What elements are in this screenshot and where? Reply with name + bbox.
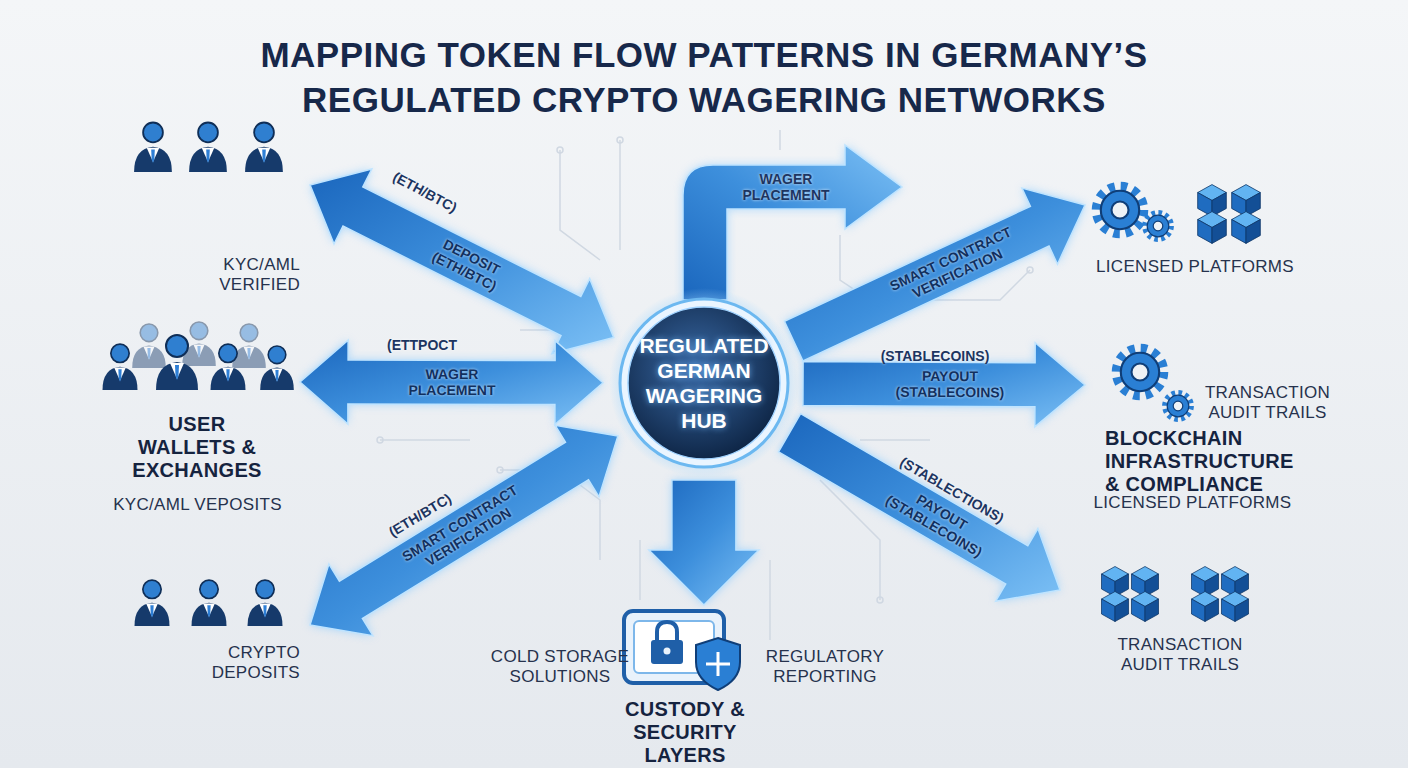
node-label: LICENSED PLATFORMS — [1090, 257, 1300, 277]
arrow-label: WAGER PLACEMENT — [731, 171, 841, 203]
arrow-body — [784, 188, 1085, 361]
platform-group: LICENSED PLATFORMS — [1085, 175, 1300, 285]
arrow-body — [803, 343, 1085, 427]
arrow-body — [649, 480, 759, 605]
flow-arrow — [310, 425, 618, 636]
arrow-glow — [310, 425, 618, 636]
node-label: COLD STORAGE SOLUTIONS — [485, 647, 635, 687]
hub-ring — [620, 299, 788, 467]
flow-arrow — [803, 343, 1085, 427]
node-label: KYC/AML VERIFIED — [180, 255, 300, 295]
node-heading: CUSTODY & SECURITY LAYERS — [592, 698, 778, 767]
node-label: KYC/AML VEPOSITS — [95, 495, 300, 515]
flow-arrow — [784, 188, 1085, 361]
arrow-body — [310, 169, 614, 354]
hub-circle: REGULATED GERMAN WAGERING HUB — [609, 288, 799, 478]
arrow-label: PAYOUT (STABLECOINS) — [880, 368, 1020, 401]
custody-icon — [624, 611, 740, 690]
diagram-title: MAPPING TOKEN FLOW PATTERNS IN GERMANY’S… — [204, 32, 1204, 122]
gear-icons — [1097, 187, 1192, 420]
arrow-glow — [779, 414, 1061, 602]
node-label: CRYPTO DEPOSITS — [180, 643, 300, 683]
arrow-glow — [803, 343, 1085, 427]
hub-label: REGULATED GERMAN WAGERING HUB — [634, 333, 774, 433]
node-label: TRANSACTION AUDIT TRAILS — [1100, 635, 1260, 675]
node-label: LICENSED PLATFORMS — [1085, 493, 1300, 513]
user-group: CRYPTO DEPOSITS — [120, 575, 310, 685]
arrow-glow — [784, 188, 1085, 361]
infrastructure-group: TRANSACTION AUDIT TRAILSBLOCKCHAIN INFRA… — [1085, 335, 1335, 515]
arrow-body — [310, 425, 618, 636]
arrow-glow — [649, 480, 759, 605]
node-label: REGULATORY REPORTING — [765, 647, 885, 687]
user-group: KYC/AML VERIFIED — [120, 115, 310, 300]
flow-arrow — [779, 414, 1061, 602]
node-label: TRANSACTION AUDIT TRAILS — [1200, 383, 1335, 423]
arrow-body — [779, 414, 1061, 602]
flow-arrow — [310, 169, 614, 354]
token-note: (STABLECOINS) — [865, 348, 1005, 364]
arrow-label: WAGER PLACEMENT — [396, 366, 506, 398]
node-heading: USER WALLETS & EXCHANGES — [117, 413, 277, 482]
hub-core — [628, 307, 780, 459]
hub-shape — [609, 288, 799, 478]
people-icons — [103, 123, 294, 627]
hub-glow — [609, 288, 799, 478]
custody-group: COLD STORAGE SOLUTIONS REGULATORY REPORTI… — [480, 605, 890, 765]
arrow-glow — [310, 169, 614, 354]
token-note: (ETTPOCT — [372, 337, 472, 353]
circuit-lines — [377, 130, 1033, 640]
user-group: USER WALLETS & EXCHANGES KYC/AML VEPOSITS — [95, 320, 300, 515]
node-heading: BLOCKCHAIN INFRASTRUCTURE & COMPLIANCE — [1105, 427, 1295, 496]
flow-arrow — [649, 480, 759, 605]
arrow-label: SMART CONTRACT VERIFICATION — [392, 478, 537, 584]
wager-arrow — [683, 145, 902, 300]
audit-group: TRANSACTION AUDIT TRAILS — [1060, 555, 1260, 680]
